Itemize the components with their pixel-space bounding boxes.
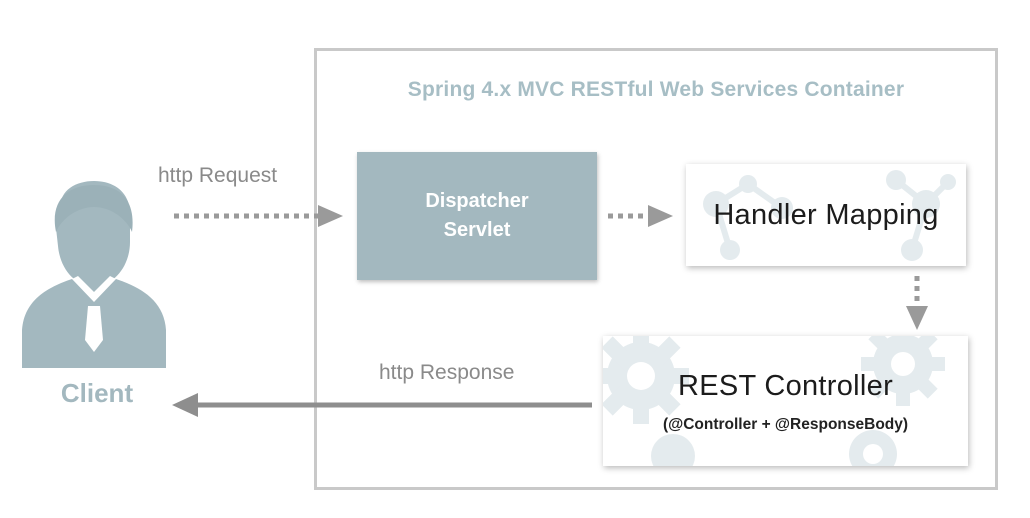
handler-mapping-label: Handler Mapping: [713, 198, 939, 231]
dispatcher-servlet-label: Dispatcher Servlet: [425, 190, 529, 241]
dispatcher-servlet-node: Dispatcher Servlet: [357, 152, 597, 280]
handler-to-controller-arrow: [906, 276, 928, 330]
rest-controller-label: REST Controller: [677, 370, 894, 402]
request-arrow: [174, 205, 343, 227]
dispatcher-to-handler-arrow: [608, 205, 673, 227]
http-response-label: http Response: [379, 361, 515, 384]
network-watermark-icon: [703, 170, 956, 261]
handler-mapping-node: Handler Mapping: [686, 164, 966, 266]
container-title: Spring 4.x MVC RESTful Web Services Cont…: [407, 78, 905, 101]
response-arrow: [172, 393, 592, 417]
gear-watermark-icon: [603, 336, 945, 466]
http-request-label: http Request: [158, 164, 278, 187]
client-label: Client: [60, 378, 134, 408]
rest-controller-node: REST Controller (@Controller + @Response…: [603, 336, 968, 466]
rest-controller-sublabel: (@Controller + @ResponseBody): [662, 416, 909, 433]
container-box: [314, 48, 998, 490]
